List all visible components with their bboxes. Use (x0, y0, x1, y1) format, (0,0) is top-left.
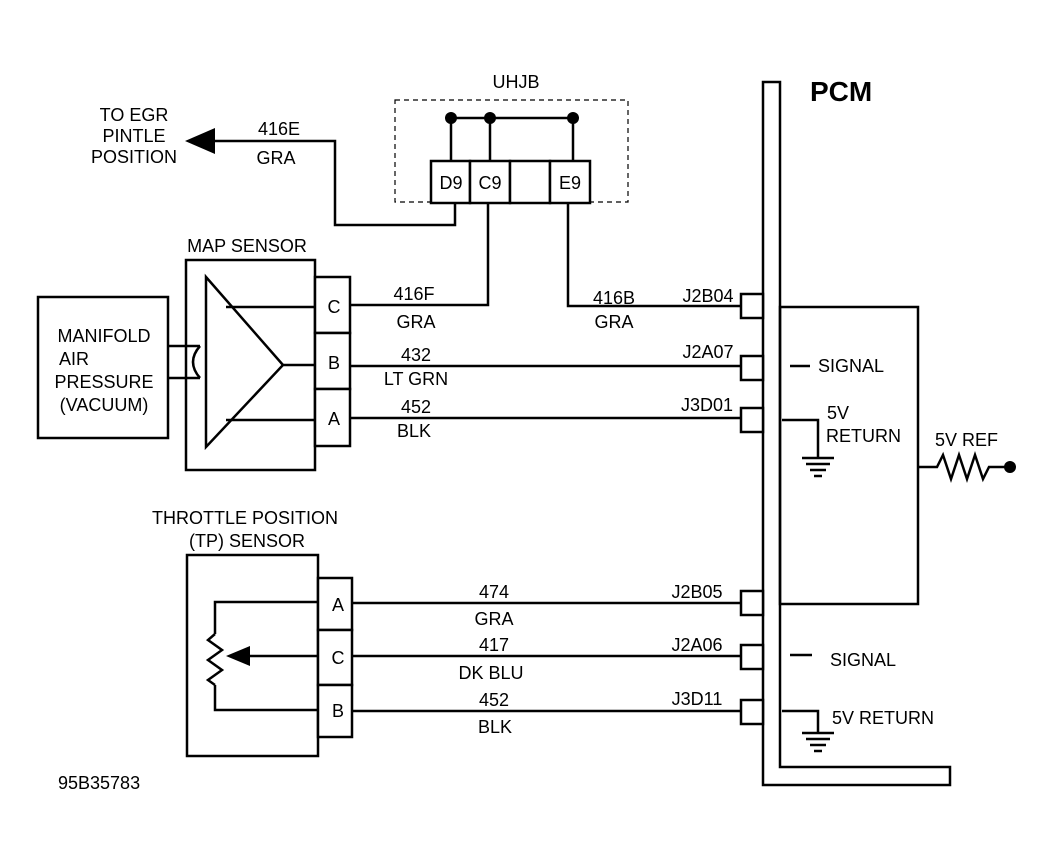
splice-dot-d9 (445, 112, 457, 124)
egr-label-3: POSITION (91, 147, 177, 167)
wire-416F-color: GRA (396, 312, 435, 332)
manifold-label-4: (VACUUM) (60, 395, 149, 415)
tp-pin-b-label: B (332, 701, 344, 721)
wire-416B-color: GRA (594, 312, 633, 332)
return-upper-label-2: RETURN (826, 426, 901, 446)
manifold-label-2: AIR (59, 349, 89, 369)
ground-lower-icon (802, 731, 834, 753)
wire-416E-circuit: 416E (258, 119, 300, 139)
pcm-pin-J2A07 (739, 354, 765, 382)
pin-J3D01-label: J3D01 (681, 395, 733, 415)
wire-416B-circuit: 416B (593, 288, 635, 308)
pcm-module: PCM 5V REF SIGNAL 5V RETURN SIGNAL 5V RE… (739, 76, 1016, 787)
pin-J2A06-label: J2A06 (671, 635, 722, 655)
return-lower-lead (782, 709, 820, 733)
pcm-title: PCM (810, 76, 872, 107)
wire-474-circuit: 474 (479, 582, 509, 602)
pin-J2A07-label: J2A07 (682, 342, 733, 362)
splice-dot-c9 (484, 112, 496, 124)
pcm-pin-J3D11 (739, 698, 765, 726)
pcm-pin-J2A06 (739, 643, 765, 671)
map-wiring: 416F GRA 416B GRA J2B04 432 LT GRN J2A07… (350, 203, 741, 441)
uhjb-title: UHJB (492, 72, 539, 92)
wire-474-color: GRA (474, 609, 513, 629)
pin-J2B05-label: J2B05 (671, 582, 722, 602)
figure-id: 95B35783 (58, 773, 140, 793)
uhjb-pin-d9 (429, 159, 472, 205)
uhjb-pin-e9-label: E9 (559, 173, 581, 193)
manifold-label-1: MANIFOLD (57, 326, 150, 346)
uhjb-pin-empty (508, 159, 552, 205)
return-upper-label-1: 5V (827, 403, 849, 423)
map-pin-c-label: C (328, 297, 341, 317)
tp-sensor: THROTTLE POSITION (TP) SENSOR A C B (152, 508, 354, 758)
ground-upper-icon (802, 456, 834, 478)
wire-417-color: DK BLU (458, 663, 523, 683)
tp-pin-a (316, 576, 354, 632)
egr-output: TO EGR PINTLE POSITION 416E GRA (91, 105, 457, 227)
wire-416F (350, 203, 490, 307)
pcm-pin-J2B05 (739, 589, 765, 617)
wire-416E-color: GRA (256, 148, 295, 168)
tp-wiring: 474 GRA J2B05 417 DK BLU J2A06 452 BLK J… (352, 582, 741, 737)
ref-label: 5V REF (935, 430, 998, 450)
tp-pin-a-label: A (332, 595, 344, 615)
splice-dot-e9 (567, 112, 579, 124)
wire-432-circuit: 432 (401, 345, 431, 365)
tp-title-2: (TP) SENSOR (189, 531, 305, 551)
pcm-pin-J2B04 (739, 292, 765, 320)
pcm-frame (761, 80, 952, 787)
wire-452-map-circuit: 452 (401, 397, 431, 417)
pin-J3D11-label: J3D11 (672, 689, 723, 709)
wire-416E (210, 139, 457, 227)
pcm-5v-ref-block (778, 305, 920, 606)
map-sensor: MAP SENSOR C B A MANIFOLD AIR PRESSURE (… (36, 236, 352, 472)
map-pin-a-label: A (328, 409, 340, 429)
uhjb-block: UHJB D9 C9 E9 (394, 72, 629, 205)
pin-J2B04-label: J2B04 (682, 286, 733, 306)
tp-gnd-lead (213, 685, 318, 712)
ref-terminal-dot (1004, 461, 1016, 473)
map-sensor-title: MAP SENSOR (187, 236, 307, 256)
egr-label-2: PINTLE (102, 126, 165, 146)
signal-lower-label: SIGNAL (830, 650, 896, 670)
map-pin-b-label: B (328, 353, 340, 373)
egr-label-1: TO EGR (100, 105, 169, 125)
tp-pin-b (316, 683, 354, 739)
wire-452-map-color: BLK (397, 421, 431, 441)
tp-potentiometer-icon (205, 633, 225, 687)
signal-upper-label: SIGNAL (818, 356, 884, 376)
resistor-symbol (918, 451, 1008, 483)
manifold-label-3: PRESSURE (54, 372, 153, 392)
vacuum-hose-end (191, 345, 201, 379)
manifold-box (36, 295, 170, 440)
map-pin-b (313, 331, 352, 391)
wire-452-tp-circuit: 452 (479, 690, 509, 710)
uhjb-pin-e9 (548, 159, 592, 205)
return-upper-lead (782, 418, 820, 458)
map-sensor-amp-symbol (204, 273, 285, 451)
uhjb-pin-d9-label: D9 (439, 173, 462, 193)
wire-417-circuit: 417 (479, 635, 509, 655)
wire-452-tp-color: BLK (478, 717, 512, 737)
return-lower-label: 5V RETURN (832, 708, 934, 728)
tp-pin-c (316, 628, 354, 687)
tp-wiper-arrow-icon (226, 646, 250, 666)
wire-416B (566, 203, 741, 308)
egr-arrow-icon (185, 128, 215, 154)
pcm-pin-J3D01 (739, 406, 765, 434)
tp-title-1: THROTTLE POSITION (152, 508, 338, 528)
tp-pin-c-label: C (332, 648, 345, 668)
tp-ref-lead (213, 600, 318, 634)
wire-432-color: LT GRN (384, 369, 448, 389)
wire-416F-circuit: 416F (393, 284, 434, 304)
uhjb-pin-c9 (468, 159, 512, 205)
uhjb-pin-c9-label: C9 (478, 173, 501, 193)
